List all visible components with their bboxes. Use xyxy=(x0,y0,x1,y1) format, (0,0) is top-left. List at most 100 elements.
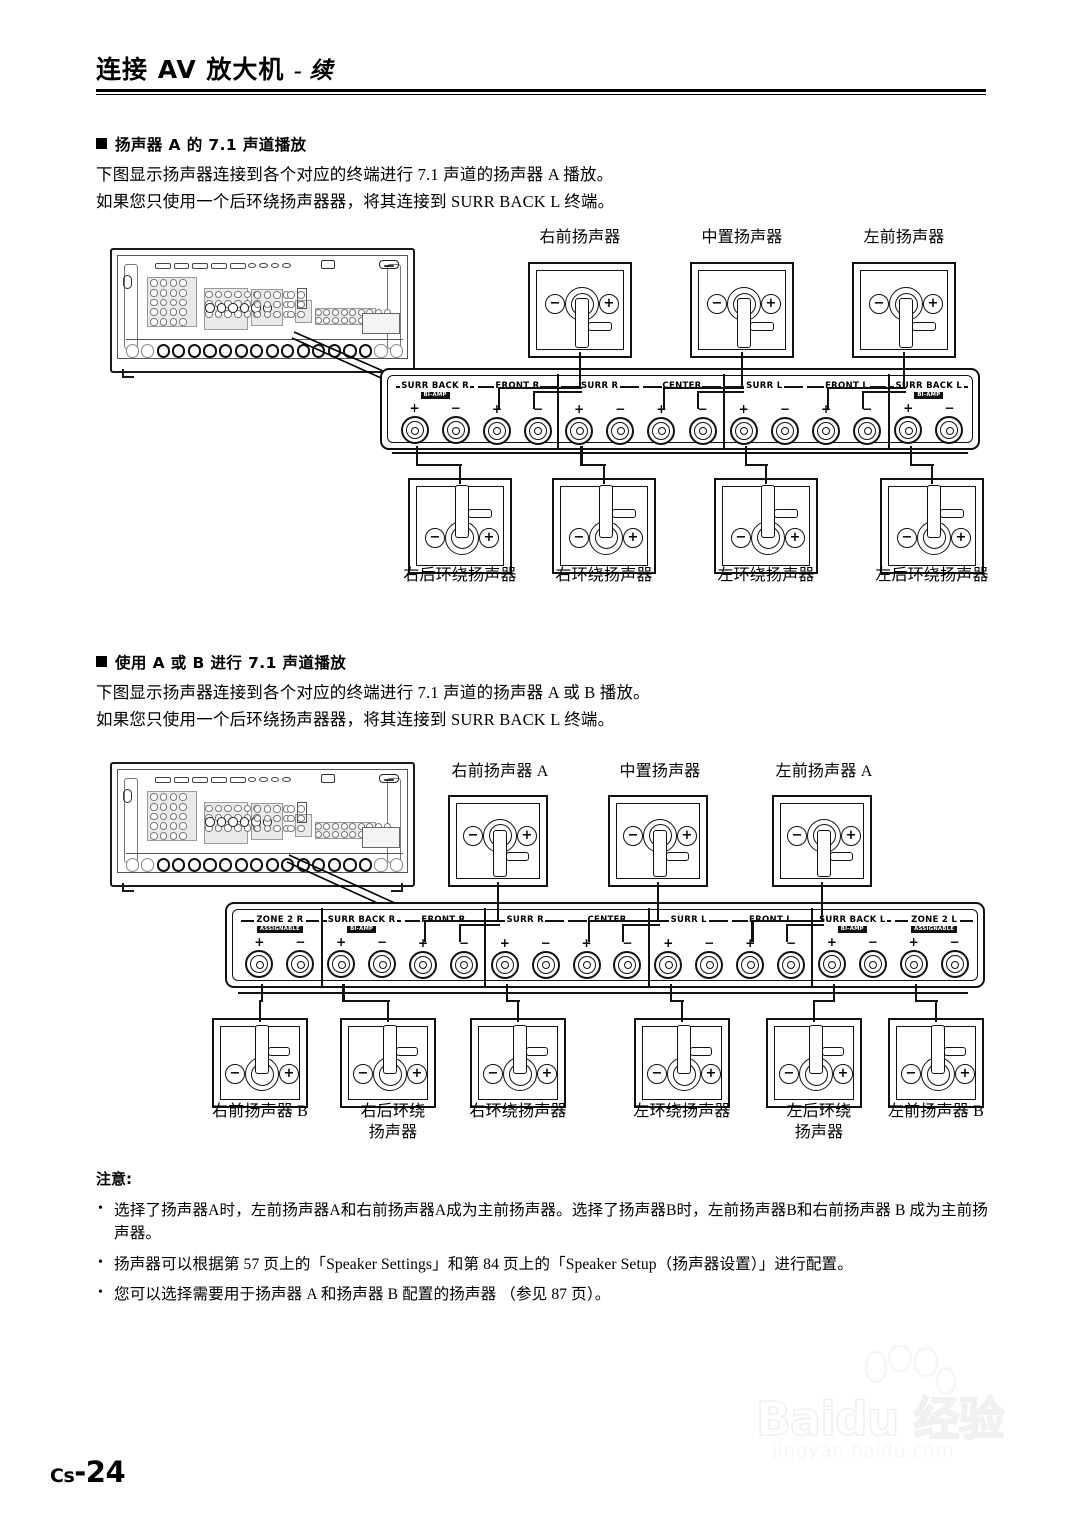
minus-sign: − xyxy=(949,935,960,950)
terminal-badge-spacer xyxy=(648,925,730,934)
cable-lead-plus xyxy=(662,387,744,390)
terminal-badge-wrap: ASSIGNABLE xyxy=(893,925,975,934)
rca-jack xyxy=(357,308,365,316)
binding-post-plus[interactable] xyxy=(894,416,923,445)
cable-lead-plus-drop xyxy=(424,920,427,942)
rca-jack xyxy=(159,812,168,821)
binding-post-minus[interactable] xyxy=(613,950,642,979)
binding-post-minus[interactable] xyxy=(688,416,717,445)
rca-jack xyxy=(253,291,262,299)
binding-post-plus[interactable] xyxy=(811,416,840,445)
binding-post-minus[interactable] xyxy=(940,950,969,979)
rca-jack xyxy=(332,308,339,316)
binding-post-minus[interactable] xyxy=(858,950,887,979)
binding-post-minus[interactable] xyxy=(286,950,315,979)
terminal-polarity-row: +− xyxy=(566,937,648,949)
group-rule-left xyxy=(560,386,580,388)
binding-post-plus[interactable] xyxy=(654,950,683,979)
plug-collar xyxy=(830,852,853,862)
cable-to-speaker xyxy=(935,1000,938,1022)
section-1-heading: 扬声器 A 的 7.1 声道播放 xyxy=(96,133,996,155)
speaker-terminal-symbol: −+ xyxy=(448,795,548,887)
cable-route xyxy=(909,464,934,467)
binding-post-pair xyxy=(648,950,730,979)
terminal-divider xyxy=(811,908,814,986)
rca-jack xyxy=(150,822,158,830)
rca-jack xyxy=(273,824,281,833)
binding-post-plus[interactable] xyxy=(729,416,758,445)
rca-jack-grid xyxy=(150,279,187,326)
binding-post-minus[interactable] xyxy=(523,416,552,445)
rca-jack-grid xyxy=(287,805,305,833)
cable-down xyxy=(657,882,660,920)
plus-sign: + xyxy=(574,401,585,416)
binding-post-plus[interactable] xyxy=(245,950,274,979)
terminal-group: SURR R+− xyxy=(559,382,641,445)
plus-sign: + xyxy=(491,401,502,416)
cable-route xyxy=(580,464,606,467)
cable-lead-minus-drop xyxy=(622,924,625,942)
rca-jack xyxy=(169,812,177,821)
av-receiver-rear-panel xyxy=(110,248,415,378)
minus-terminal-icon: − xyxy=(779,1064,799,1084)
cable-lead-minus xyxy=(532,391,582,394)
hdmi-port xyxy=(173,776,190,784)
cable-down xyxy=(821,882,824,920)
binding-post-plus[interactable] xyxy=(482,416,511,445)
speaker-binding-post xyxy=(343,858,357,872)
hdmi-port xyxy=(154,262,171,270)
binding-post-minus[interactable] xyxy=(441,416,470,445)
binding-post-plus[interactable] xyxy=(408,950,437,979)
binding-post-minus[interactable] xyxy=(531,950,560,979)
minus-terminal-icon: − xyxy=(897,527,917,548)
hdmi-port xyxy=(192,262,209,270)
binding-post-minus[interactable] xyxy=(776,950,805,979)
ethernet-port xyxy=(320,260,335,269)
section-2-text: 使用 A 或 B 进行 7.1 声道播放 下图显示扬声器连接到各个对应的终端进行… xyxy=(96,651,996,733)
minus-terminal-icon: − xyxy=(647,1064,667,1084)
rca-jack xyxy=(169,308,177,316)
binding-post-plus[interactable] xyxy=(400,416,429,445)
minus-terminal-icon: − xyxy=(869,294,889,315)
group-rule-left xyxy=(731,920,748,922)
terminal-divider xyxy=(647,908,650,986)
minus-terminal-icon: − xyxy=(569,527,589,548)
binding-post-minus[interactable] xyxy=(695,950,724,979)
binding-post-plus[interactable] xyxy=(647,416,676,445)
binding-post-plus[interactable] xyxy=(817,950,846,979)
speaker-caption: 中置扬声器 xyxy=(619,763,701,780)
notes-title: 注意: xyxy=(96,1170,132,1188)
binding-post-plus[interactable] xyxy=(327,950,356,979)
rca-jack xyxy=(169,298,177,307)
rca-jack xyxy=(234,310,242,318)
binding-post-minus[interactable] xyxy=(368,950,397,979)
minus-sign: − xyxy=(377,935,388,950)
binding-post-plus[interactable] xyxy=(490,950,519,979)
cable-lead-minus xyxy=(697,391,744,394)
binding-post-minus[interactable] xyxy=(853,416,882,445)
note-item: 选择了扬声器A时，左前扬声器A和右前扬声器A成为主前扬声器。选择了扬声器B时，左… xyxy=(96,1198,996,1246)
plug-collar xyxy=(822,1047,845,1056)
speaker-caption: 右前扬声器 A xyxy=(451,763,549,780)
terminal-badge: ASSIGNABLE xyxy=(911,925,958,934)
rca-jack xyxy=(297,310,305,319)
binding-post-minus[interactable] xyxy=(770,416,799,445)
binding-post-minus[interactable] xyxy=(935,416,964,445)
rca-jack xyxy=(349,831,357,839)
speaker-caption: 左前扬声器 A xyxy=(775,763,873,780)
group-rule-right xyxy=(545,920,565,922)
binding-post-minus[interactable] xyxy=(606,416,635,445)
speaker-binding-post xyxy=(312,858,326,872)
binding-post-plus[interactable] xyxy=(572,950,601,979)
cable-down xyxy=(579,352,582,387)
plus-sign: + xyxy=(908,935,919,950)
cable-from-plus xyxy=(415,446,419,464)
binding-post-plus[interactable] xyxy=(736,950,765,979)
binding-post-pair xyxy=(403,950,485,979)
rca-jack xyxy=(150,832,158,840)
speaker-caption-line: 左后环绕 xyxy=(786,1103,852,1120)
binding-post-plus[interactable] xyxy=(565,416,594,445)
binding-post-minus[interactable] xyxy=(449,950,478,979)
rca-jack xyxy=(179,298,187,307)
binding-post-plus[interactable] xyxy=(899,950,928,979)
